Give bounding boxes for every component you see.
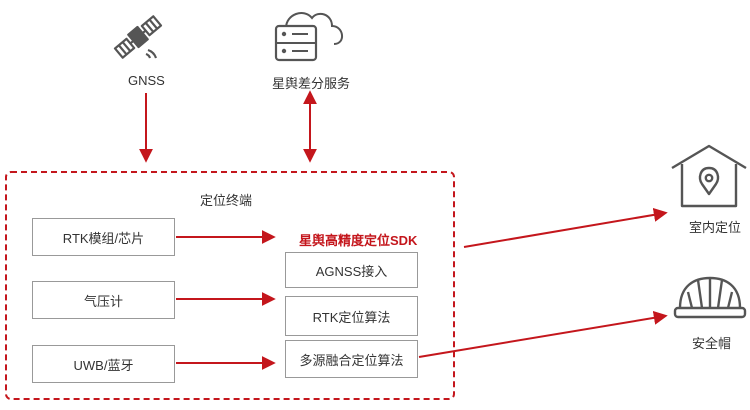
- sdk-title: 星舆高精度定位SDK: [299, 233, 418, 248]
- safety-helmet-icon: [673, 276, 747, 319]
- barometer-label: 气压计: [83, 293, 123, 309]
- sdk-module-agnss: AGNSS接入: [285, 252, 418, 288]
- diff-service-label: 星舆差分服务: [272, 76, 351, 91]
- sdk-module-fusion: 多源融合定位算法: [285, 340, 418, 378]
- satellite-icon: [113, 15, 163, 59]
- safety-helmet-label: 安全帽: [692, 336, 732, 351]
- uwb-bluetooth-label: UWB/蓝牙: [73, 357, 134, 373]
- rtk-module-box: RTK模组/芯片: [32, 218, 175, 256]
- sdk-module-rtk-label: RTK定位算法: [312, 309, 391, 325]
- gnss-label: GNSS: [128, 73, 165, 88]
- indoor-output-arrow: [463, 207, 668, 248]
- uwb-bluetooth-box: UWB/蓝牙: [32, 345, 175, 383]
- sdk-module-rtk: RTK定位算法: [285, 296, 418, 336]
- helmet-output-arrow: [418, 310, 668, 358]
- positioning-terminal-frame: [5, 171, 455, 400]
- house-location-icon: [671, 144, 747, 208]
- sdk-module-agnss-label: AGNSS接入: [315, 263, 388, 279]
- terminal-title: 定位终端: [200, 193, 253, 208]
- indoor-positioning-label: 室内定位: [689, 220, 742, 235]
- barometer-box: 气压计: [32, 281, 175, 319]
- rtk-module-label: RTK模组/芯片: [62, 230, 145, 246]
- sdk-module-fusion-label: 多源融合定位算法: [299, 352, 404, 368]
- cloud-server-icon: [274, 12, 343, 62]
